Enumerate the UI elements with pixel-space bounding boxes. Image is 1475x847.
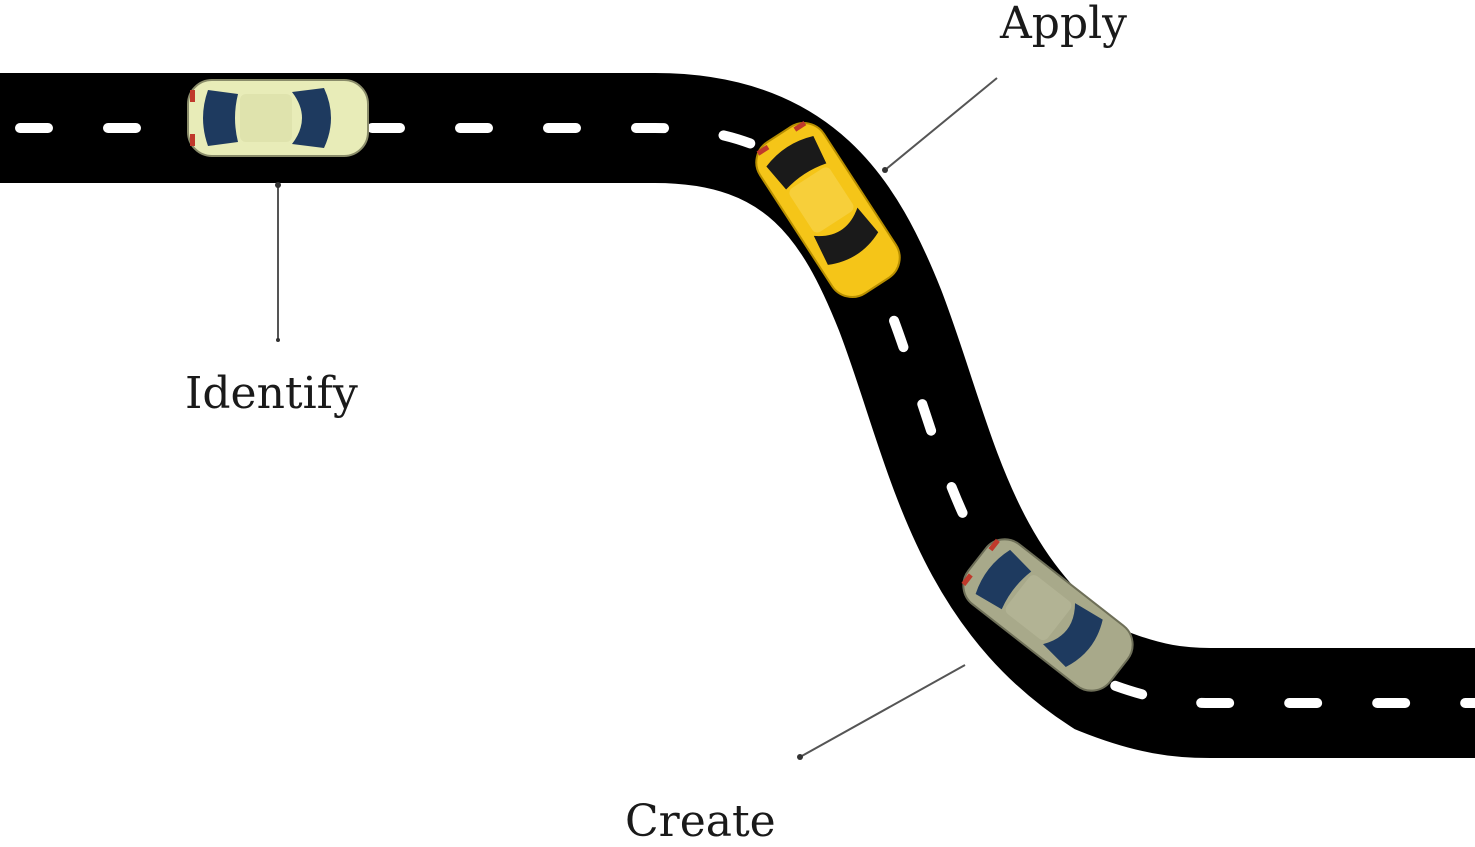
car-identify-icon [188,80,368,156]
label-identify: Identify [185,372,358,416]
label-apply: Apply [1000,2,1127,46]
pointer-identify [275,182,281,342]
label-create: Create [625,800,776,844]
pointer-create [797,665,965,760]
pointer-apply [882,78,997,173]
